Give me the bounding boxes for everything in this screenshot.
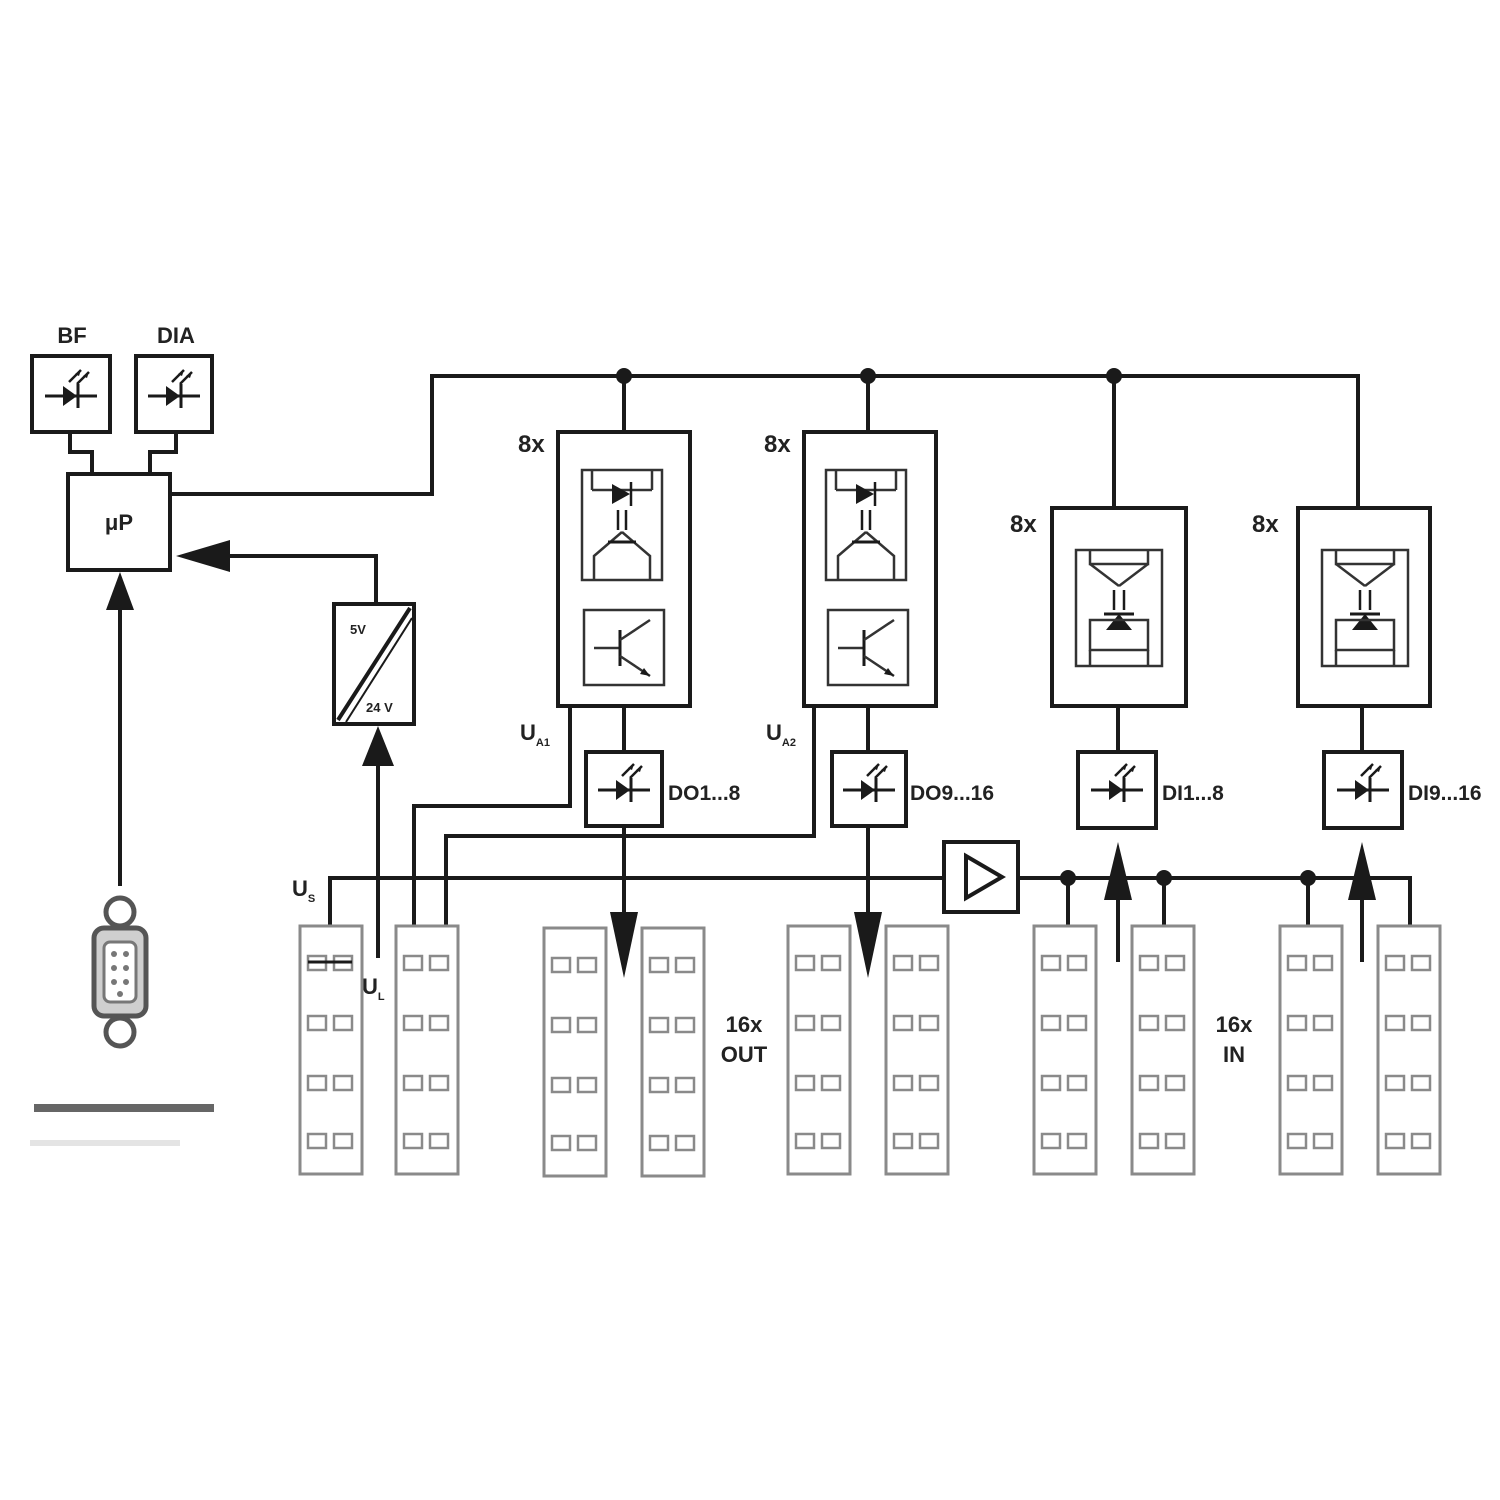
dc-dc-converter: 5V 24 V <box>332 602 416 726</box>
up-label: μP <box>105 510 133 535</box>
do1-multiplier: 8x <box>518 431 545 458</box>
ua2-label: UA2 <box>766 720 796 749</box>
terminal-block-out-2 <box>640 926 706 1178</box>
output-module-2 <box>802 430 938 708</box>
us-label: US <box>292 876 315 905</box>
svg-text:I: I <box>172 1080 177 1099</box>
di1-led <box>1076 750 1158 830</box>
dia-led <box>134 354 214 434</box>
svg-text:P: P <box>52 1080 63 1099</box>
di2-multiplier: 8x <box>1252 511 1279 538</box>
terminal-block-out-3 <box>786 924 852 1176</box>
input-module-2 <box>1296 506 1432 708</box>
bf-led <box>30 354 112 434</box>
in-count-label: 16x <box>1216 1012 1253 1037</box>
svg-text:O: O <box>112 1080 125 1099</box>
do2-label: DO9...16 <box>910 782 994 805</box>
output-module-1 <box>556 430 692 708</box>
di2-label: DI9...16 <box>1408 782 1482 805</box>
terminal-block-in-2 <box>1130 924 1196 1176</box>
microprocessor-block: μP <box>66 472 172 572</box>
terminal-block-in-3 <box>1278 924 1344 1176</box>
di2-led <box>1322 750 1404 830</box>
di1-label: DI1...8 <box>1162 782 1224 805</box>
terminal-block-in-4 <box>1376 924 1442 1176</box>
out-count-label: 16x <box>726 1012 763 1037</box>
svg-text:R: R <box>82 1080 94 1099</box>
db9-connector-icon <box>91 895 149 1049</box>
terminal-block-in-1 <box>1032 924 1098 1176</box>
terminal-block-out-4 <box>884 924 950 1176</box>
in-label: IN <box>1223 1042 1245 1067</box>
do2-multiplier: 8x <box>764 431 791 458</box>
do1-led <box>584 750 664 828</box>
ul-label: UL <box>362 974 385 1003</box>
svg-text:F: F <box>142 1080 152 1099</box>
dia-label: DIA <box>157 323 195 348</box>
input-module-1 <box>1050 506 1188 708</box>
converter-5v-label: 5V <box>350 622 366 637</box>
terminal-block-supply-2 <box>394 924 460 1176</box>
do1-label: DO1...8 <box>668 782 741 805</box>
converter-24v-label: 24 V <box>366 700 393 715</box>
di1-multiplier: 8x <box>1010 511 1037 538</box>
terminal-block-out-1 <box>542 926 608 1178</box>
out-label: OUT <box>721 1042 768 1067</box>
sensor-supply-amplifier <box>942 840 1020 914</box>
ua1-label: UA1 <box>520 720 550 749</box>
bf-label: BF <box>57 323 86 348</box>
do2-led <box>830 750 908 828</box>
